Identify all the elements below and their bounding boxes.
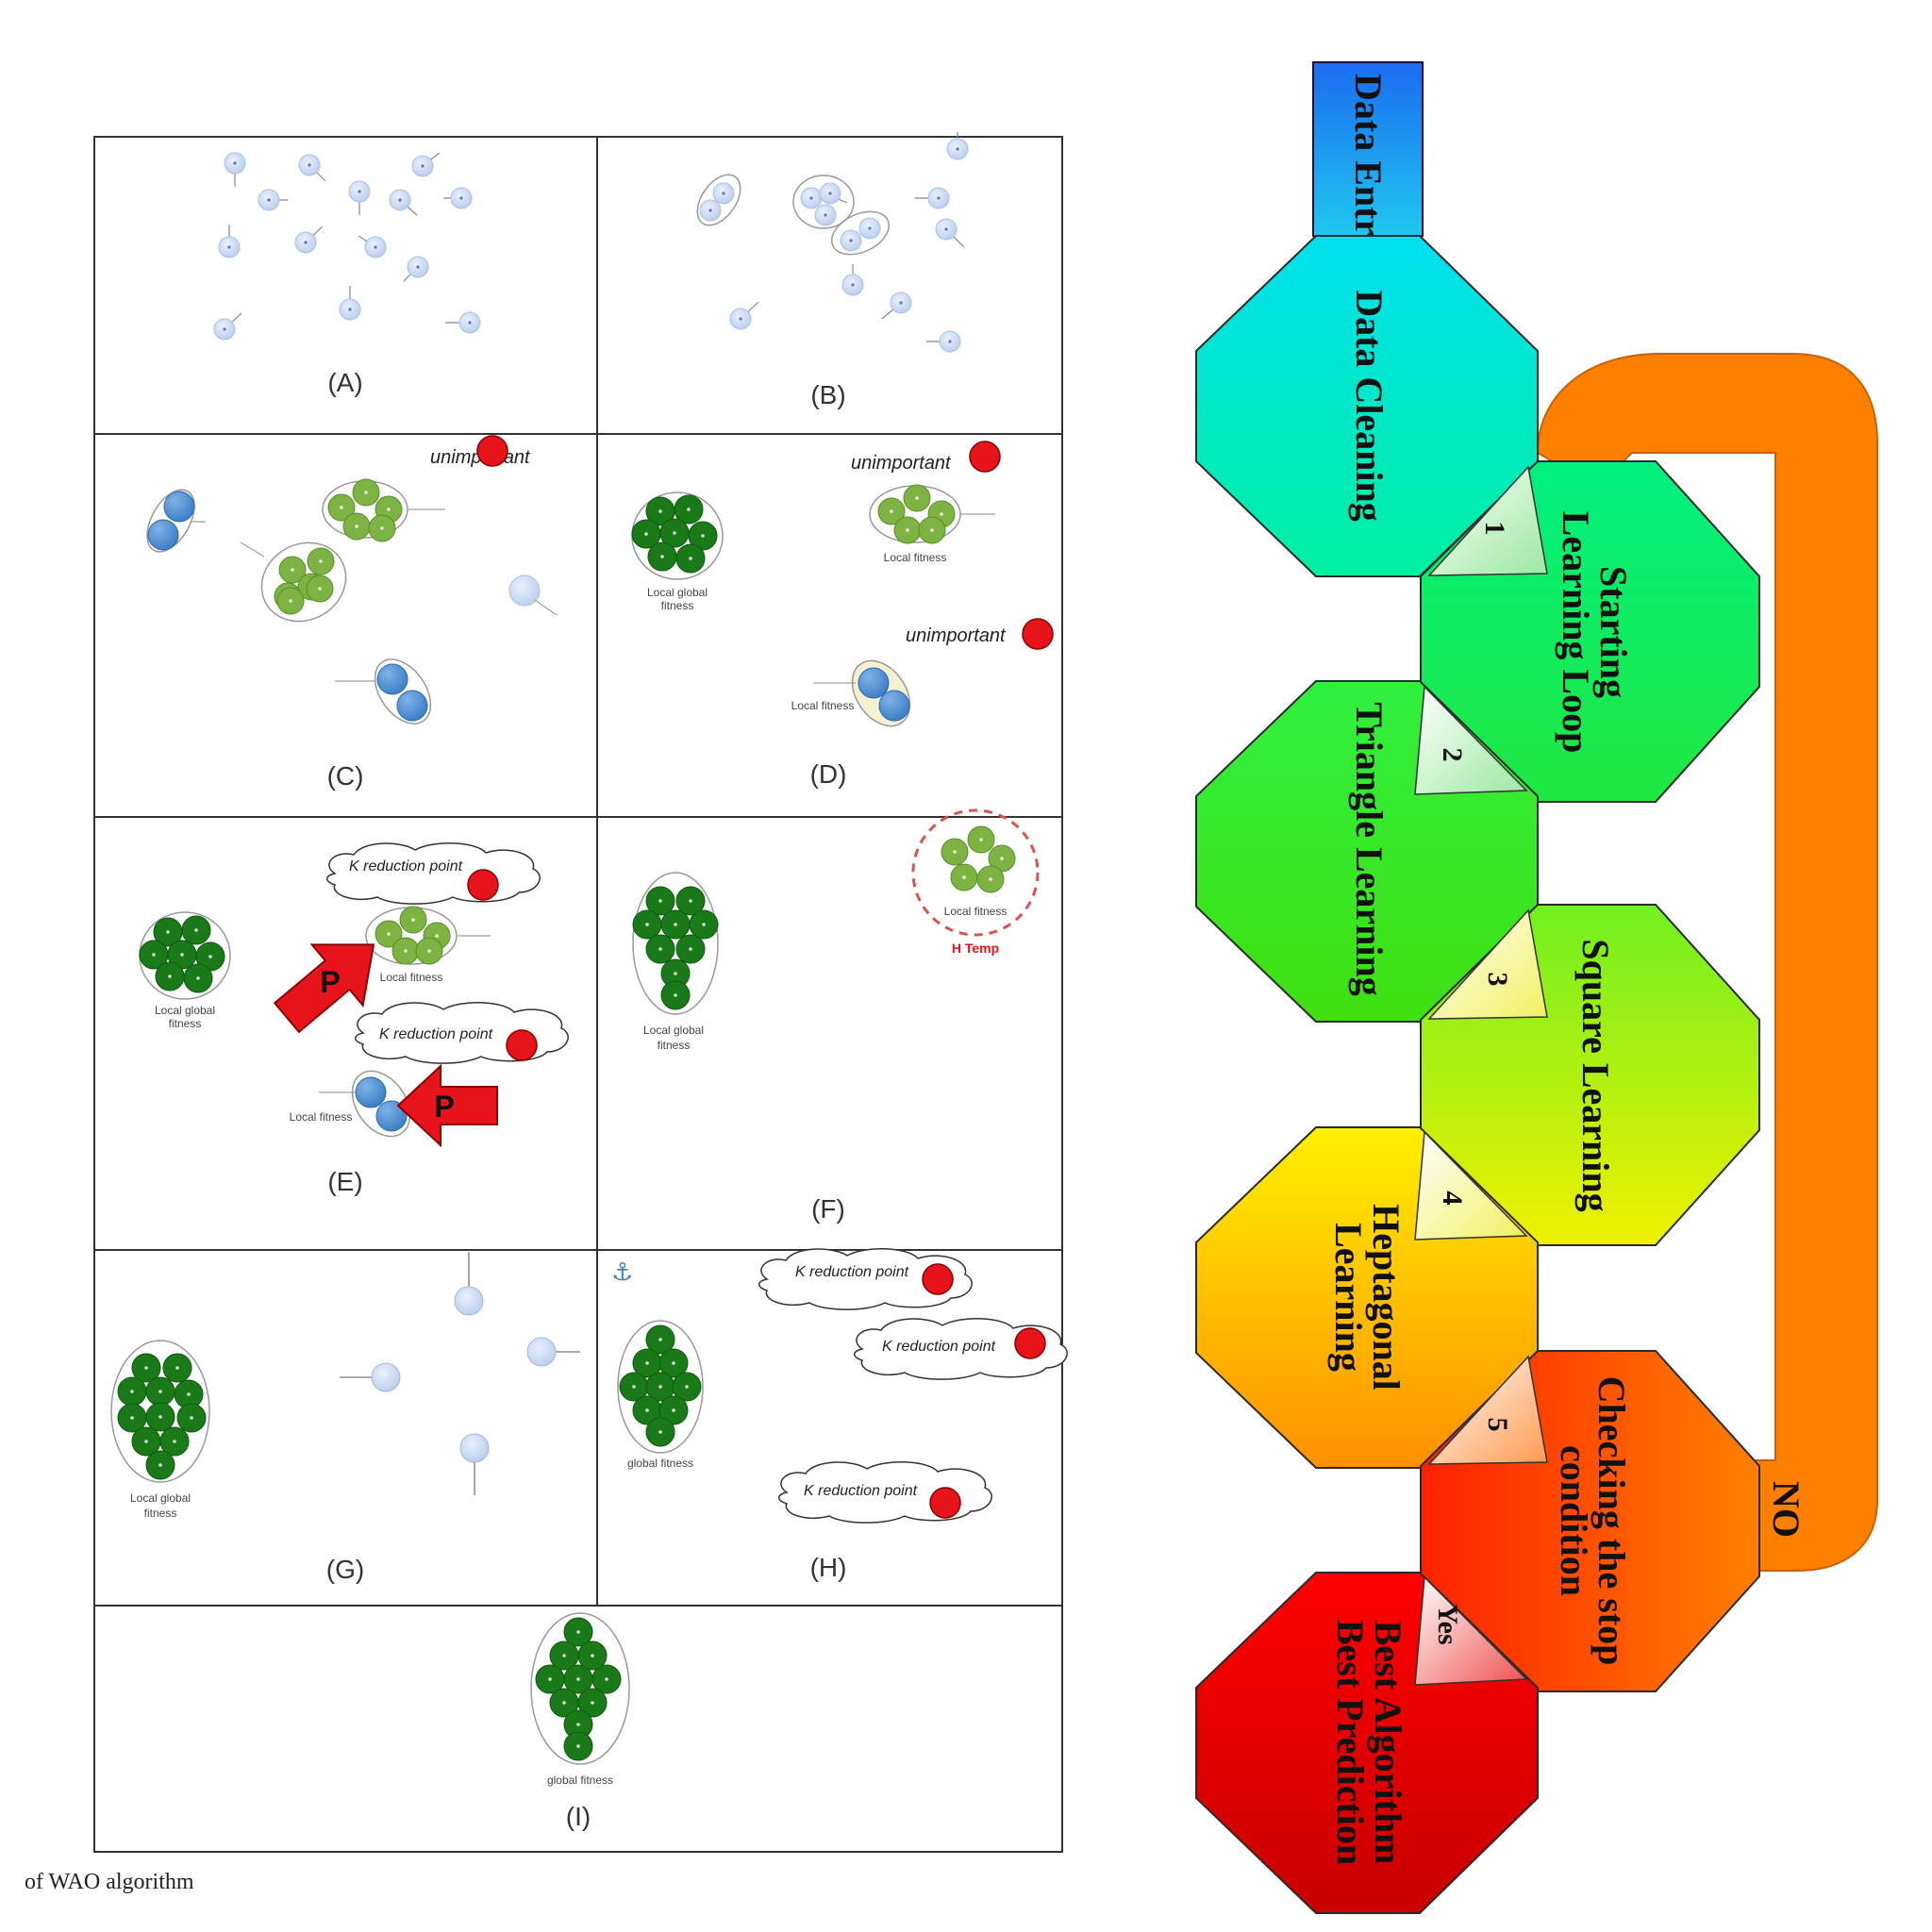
- p-label-e2: P: [434, 1090, 454, 1124]
- local-fitness-e1: Local fitness: [380, 971, 443, 984]
- k-reduction-point-e2: [506, 1029, 538, 1061]
- badge-2-number: 2: [1437, 748, 1468, 762]
- badge-4-number: 4: [1437, 1191, 1468, 1206]
- local-fitness-d1: Local fitness: [884, 551, 947, 564]
- heptagonal-label-1: Heptagonal: [1365, 1204, 1407, 1391]
- k-reduction-label-e2: K reduction point: [379, 1026, 493, 1042]
- panel-g: Local global fitness (G): [110, 1252, 580, 1584]
- unimportant-point-c: [476, 435, 508, 467]
- badge-1-number: 1: [1479, 522, 1510, 536]
- badge-1: [1427, 465, 1548, 576]
- h-temp-ring: [911, 808, 1040, 937]
- unimportant-point-d1: [969, 441, 1001, 473]
- panel-i: global fitness (I): [530, 1612, 630, 1831]
- local-global-fitness-d-2: fitness: [661, 599, 694, 612]
- starting-label-2: Learning Loop: [1555, 511, 1597, 754]
- badge-3-number: 3: [1482, 973, 1513, 987]
- panel-label-h: (H): [810, 1553, 847, 1582]
- local-global-fitness-e-2: fitness: [169, 1017, 202, 1030]
- panel-c: unimportant (C): [146, 435, 558, 791]
- local-fitness-e2: Local fitness: [290, 1110, 353, 1124]
- panel-b: (B): [696, 132, 969, 409]
- k-reduction-point-h3: [929, 1487, 961, 1519]
- p-arrow-e2: P: [396, 1063, 498, 1148]
- panel-label-b: (B): [810, 380, 845, 409]
- p-arrow-e1: P: [273, 943, 375, 1034]
- global-fitness-h: global fitness: [627, 1457, 693, 1470]
- panel-label-i: (I): [566, 1802, 591, 1831]
- badge-2: [1414, 685, 1528, 795]
- panel-label-f: (F): [811, 1194, 845, 1224]
- local-fitness-d2: Local fitness: [791, 699, 855, 712]
- starting-label-1: Starting: [1592, 566, 1635, 698]
- no-loop-arrow: [1536, 353, 1878, 1572]
- best-label-1: Best Algorithm: [1367, 1621, 1409, 1865]
- flowchart: Data Entry Data Cleaning Starting Learni…: [1195, 61, 1878, 1914]
- square-label: Square Learning: [1574, 939, 1617, 1211]
- triangle-label: Triangle Learning: [1348, 702, 1391, 995]
- local-global-fitness-d-1: Local global: [647, 586, 708, 599]
- local-global-fitness-e-1: Local global: [155, 1004, 215, 1017]
- no-label: NO: [1765, 1481, 1807, 1538]
- badge-5: [1427, 1355, 1548, 1465]
- k-reduction-point-h1: [922, 1263, 954, 1295]
- local-global-fitness-f-2: fitness: [658, 1039, 691, 1052]
- check-label-2: condition: [1553, 1445, 1595, 1596]
- panel-label-a: (A): [327, 368, 362, 397]
- local-global-fitness-g-2: fitness: [144, 1507, 177, 1520]
- panel-label-e: (E): [327, 1167, 362, 1196]
- unimportant-label-d1: unimportant: [851, 453, 952, 474]
- panel-label-d: (D): [810, 759, 847, 789]
- anchor-icon: ⚓: [611, 1258, 633, 1287]
- global-fitness-i: global fitness: [547, 1774, 613, 1787]
- data-cleaning-label: Data Cleaning: [1348, 290, 1391, 522]
- badge-4: [1414, 1130, 1528, 1241]
- panel-grid: [93, 136, 1063, 1853]
- h-temp-label: H Temp: [952, 941, 999, 956]
- badge-yes: [1414, 1575, 1528, 1686]
- k-reduction-label-h1: K reduction point: [795, 1264, 909, 1280]
- best-label-2: Best Prediction: [1329, 1620, 1372, 1865]
- k-reduction-point-e1: [467, 869, 499, 901]
- data-entry-label: Data Entry: [1347, 74, 1390, 255]
- panel-a: (A): [213, 152, 481, 397]
- local-global-fitness-g-1: Local global: [130, 1491, 191, 1505]
- unimportant-label-d2: unimportant: [906, 625, 1007, 646]
- panel-label-g: (G): [326, 1555, 364, 1584]
- panel-h: ⚓ K reduction point K reduction point gl…: [611, 1248, 1068, 1582]
- unimportant-point-d2: [1022, 618, 1054, 650]
- p-label-e1: P: [320, 965, 340, 999]
- badge-5-number: 5: [1482, 1418, 1513, 1432]
- check-label-1: Checking the stop: [1591, 1376, 1633, 1666]
- k-reduction-label-h2: K reduction point: [882, 1339, 996, 1355]
- k-reduction-label-h3: K reduction point: [804, 1483, 918, 1499]
- k-reduction-point-h2: [1014, 1327, 1046, 1359]
- heptagonal-label-2: Learning: [1327, 1223, 1370, 1372]
- panel-e: K reduction point Local global fitness L…: [139, 842, 569, 1196]
- panel-d: unimportant unimportant Local global fit…: [631, 441, 1054, 789]
- k-reduction-label-e1: K reduction point: [349, 858, 463, 874]
- local-fitness-f: Local fitness: [944, 905, 1008, 918]
- local-global-fitness-f-1: Local global: [643, 1024, 704, 1037]
- figure-caption: of WAO algorithm: [25, 1870, 194, 1894]
- badge-3: [1427, 908, 1548, 1020]
- badge-yes-label: Yes: [1432, 1604, 1463, 1644]
- panel-label-c: (C): [327, 761, 364, 791]
- panel-f: Local global fitness Local fitness H Tem…: [632, 808, 1040, 1224]
